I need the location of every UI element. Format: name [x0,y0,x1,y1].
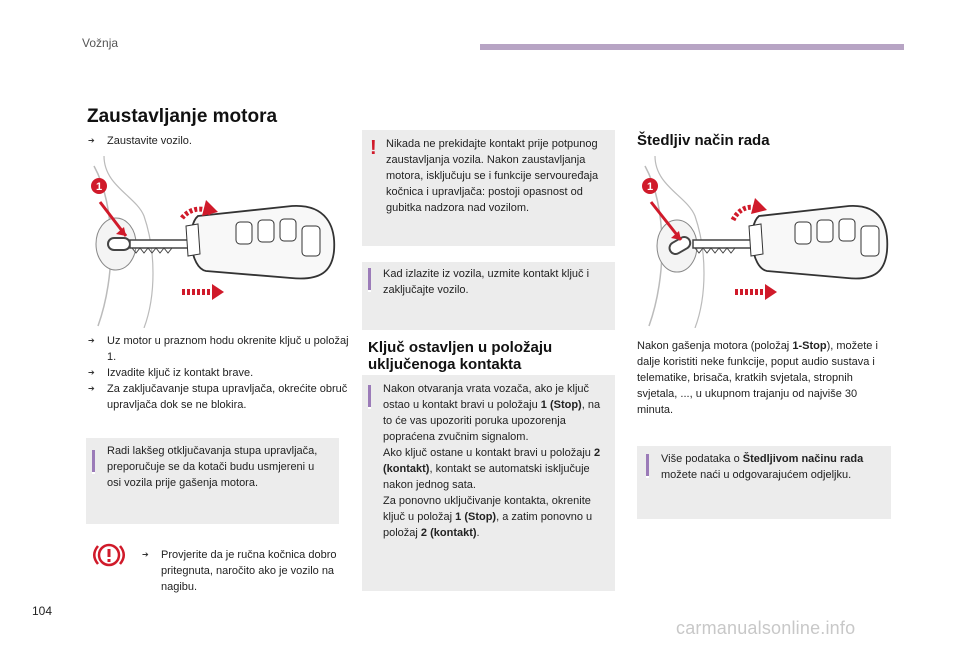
handbrake-note: Provjerite da je ručna kočnica dobro pri… [141,547,361,595]
page-title: Zaustavljanje motora [87,106,278,127]
step-list: Uz motor u praznom hodu okrenite ključ u… [87,333,349,413]
exclamation-icon: ! [370,137,377,159]
info-text: Nakon otvaranja vrata vozača, ako je klj… [383,383,601,539]
step-item: Za zaključavanje stupa upravljača, okreć… [87,381,349,413]
tip-box-exit: Kad izlazite iz vozila, uzmite kontakt k… [362,262,615,330]
warning-brake-icon [93,543,125,567]
step-item: Uz motor u praznom hodu okrenite ključ u… [87,333,349,365]
header-accent-bar [480,44,904,50]
watermark: carmanualsonline.info [676,618,856,638]
key-ignition-illustration-eco: 1 [642,156,889,328]
tip-icon [646,454,649,478]
tip-icon [368,385,371,409]
warning-box: ! Nikada ne prekidajte kontakt prije pot… [362,130,615,246]
tip-box-eco: Više podataka o Štedljivom načinu rada m… [637,446,891,519]
tip-box-steering: Radi lakšeg otključavanja stupa upravlja… [86,438,339,524]
step-stop-vehicle: Zaustavite vozilo. [87,133,347,149]
section-label: Vožnja [82,36,119,50]
tip-text: Kad izlazite iz vozila, uzmite kontakt k… [383,268,590,296]
key-ignition-illustration: 1 [91,156,336,328]
tip-text: Više podataka o Štedljivom načinu rada m… [661,453,864,481]
eco-mode-text: Nakon gašenja motora (položaj 1-Stop), m… [637,340,878,416]
position-marker-label: 1 [96,181,102,193]
section-heading-key-left: Ključ ostavljen u položaju uključenoga k… [368,339,553,373]
section-heading-eco-mode: Štedljiv način rada [637,132,770,149]
info-box-key-left: Nakon otvaranja vrata vozača, ako je klj… [362,375,615,591]
tip-icon [92,450,95,474]
page-number: 104 [32,604,53,618]
position-marker-label: 1 [647,181,653,193]
warning-text: Nikada ne prekidajte kontakt prije potpu… [386,138,599,214]
tip-icon [368,268,371,292]
step-item: Izvadite ključ iz kontakt brave. [87,365,349,381]
tip-text: Radi lakšeg otključavanja stupa upravlja… [107,445,318,489]
